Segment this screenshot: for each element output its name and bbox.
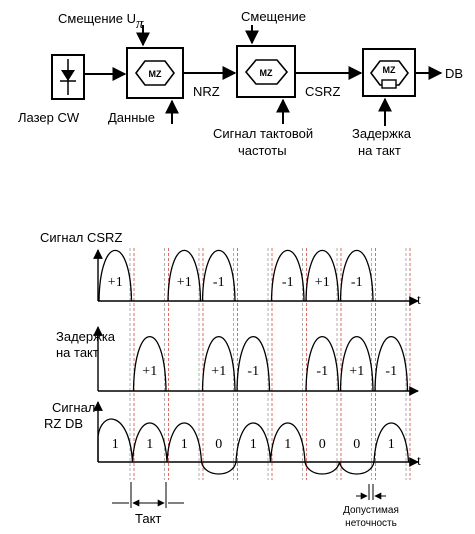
row-label-csrz: Сигнал CSRZ xyxy=(40,230,122,245)
mz-interferometer-icon xyxy=(370,60,409,86)
period-annotation: Такт xyxy=(112,482,184,526)
row-label-db-2: RZ DB xyxy=(44,416,83,431)
block-diagram: Лазер CW MZ Смещение Uπ Данные NRZ MZ См… xyxy=(18,9,463,158)
bit-label: 1 xyxy=(284,437,291,452)
bit-label: 0 xyxy=(215,437,222,452)
mz-modulator-delay: MZ xyxy=(362,48,416,97)
clock-signal-label-1: Сигнал тактовой xyxy=(213,126,313,141)
clock-signal-label-2: частоты xyxy=(238,143,287,158)
pulse-label: +1 xyxy=(177,275,192,290)
laser-label: Лазер CW xyxy=(18,110,80,125)
row-label-delay-1: Задержка xyxy=(56,329,116,344)
mz-modulator-data: MZ xyxy=(126,47,184,99)
pulse-label: +1 xyxy=(349,364,364,379)
pulse-label: -1 xyxy=(247,364,259,379)
pulse-label: -1 xyxy=(282,275,294,290)
bias-u-pi-label: Смещение Uπ xyxy=(58,11,144,32)
pulse-label: +1 xyxy=(315,275,330,290)
pulse-label: +1 xyxy=(108,275,123,290)
tolerance-label-2: неточность xyxy=(345,518,397,529)
row-label-db-1: Сигнал xyxy=(52,400,95,415)
data-label: Данные xyxy=(108,110,155,125)
mz-modulator-clock: MZ xyxy=(236,45,296,98)
bit-label: 0 xyxy=(353,437,360,452)
bit-label: 1 xyxy=(112,437,119,452)
csrz-label: CSRZ xyxy=(305,84,340,99)
mz-label: MZ xyxy=(260,68,273,78)
delay-label-2: на такт xyxy=(358,143,401,158)
mz-label: MZ xyxy=(149,69,162,79)
delay-element-icon xyxy=(381,79,397,89)
tolerance-label-1: Допустимая xyxy=(343,505,399,516)
pulse-label: +1 xyxy=(142,364,157,379)
timing-diagram: Сигнал CSRZ Задержка на такт Сигнал RZ D… xyxy=(40,230,421,529)
pulse xyxy=(98,250,133,302)
pulse-label: -1 xyxy=(213,275,225,290)
pulse xyxy=(339,336,374,392)
period-label: Такт xyxy=(135,511,161,526)
tolerance-annotation: Допустимая неточность xyxy=(343,484,399,529)
pulse xyxy=(167,250,202,302)
bit-label: 1 xyxy=(181,437,188,452)
pulse-label: -1 xyxy=(385,364,397,379)
delay-label-1: Задержка xyxy=(352,126,412,141)
pulse xyxy=(374,336,409,392)
row-label-delay-2: на такт xyxy=(56,345,99,360)
pulse-label: +1 xyxy=(211,364,226,379)
bit-label: 1 xyxy=(388,437,395,452)
pulse-label: -1 xyxy=(351,275,363,290)
laser-cw-block xyxy=(51,54,85,100)
pulse xyxy=(339,250,374,302)
bit-label: 1 xyxy=(250,437,257,452)
pulse-label: -1 xyxy=(316,364,328,379)
pulse xyxy=(201,336,236,392)
pulse xyxy=(236,336,271,392)
pulse xyxy=(132,336,167,392)
time-axis-label: t xyxy=(417,293,421,308)
bias-label: Смещение xyxy=(241,9,306,24)
mz-interferometer-icon xyxy=(244,59,289,85)
db-output-label: DB xyxy=(445,66,463,81)
pulse xyxy=(305,250,340,302)
pulse xyxy=(305,336,340,392)
db-waveform xyxy=(97,418,410,475)
time-axis-label: t xyxy=(417,454,421,469)
pulse xyxy=(201,250,236,302)
bit-label: 1 xyxy=(146,437,153,452)
mz-interferometer-icon xyxy=(135,60,175,86)
mz-label: MZ xyxy=(383,65,396,75)
laser-diode-icon xyxy=(61,70,75,81)
pulse xyxy=(270,250,305,302)
bit-label: 0 xyxy=(319,437,326,452)
nrz-label: NRZ xyxy=(193,84,220,99)
